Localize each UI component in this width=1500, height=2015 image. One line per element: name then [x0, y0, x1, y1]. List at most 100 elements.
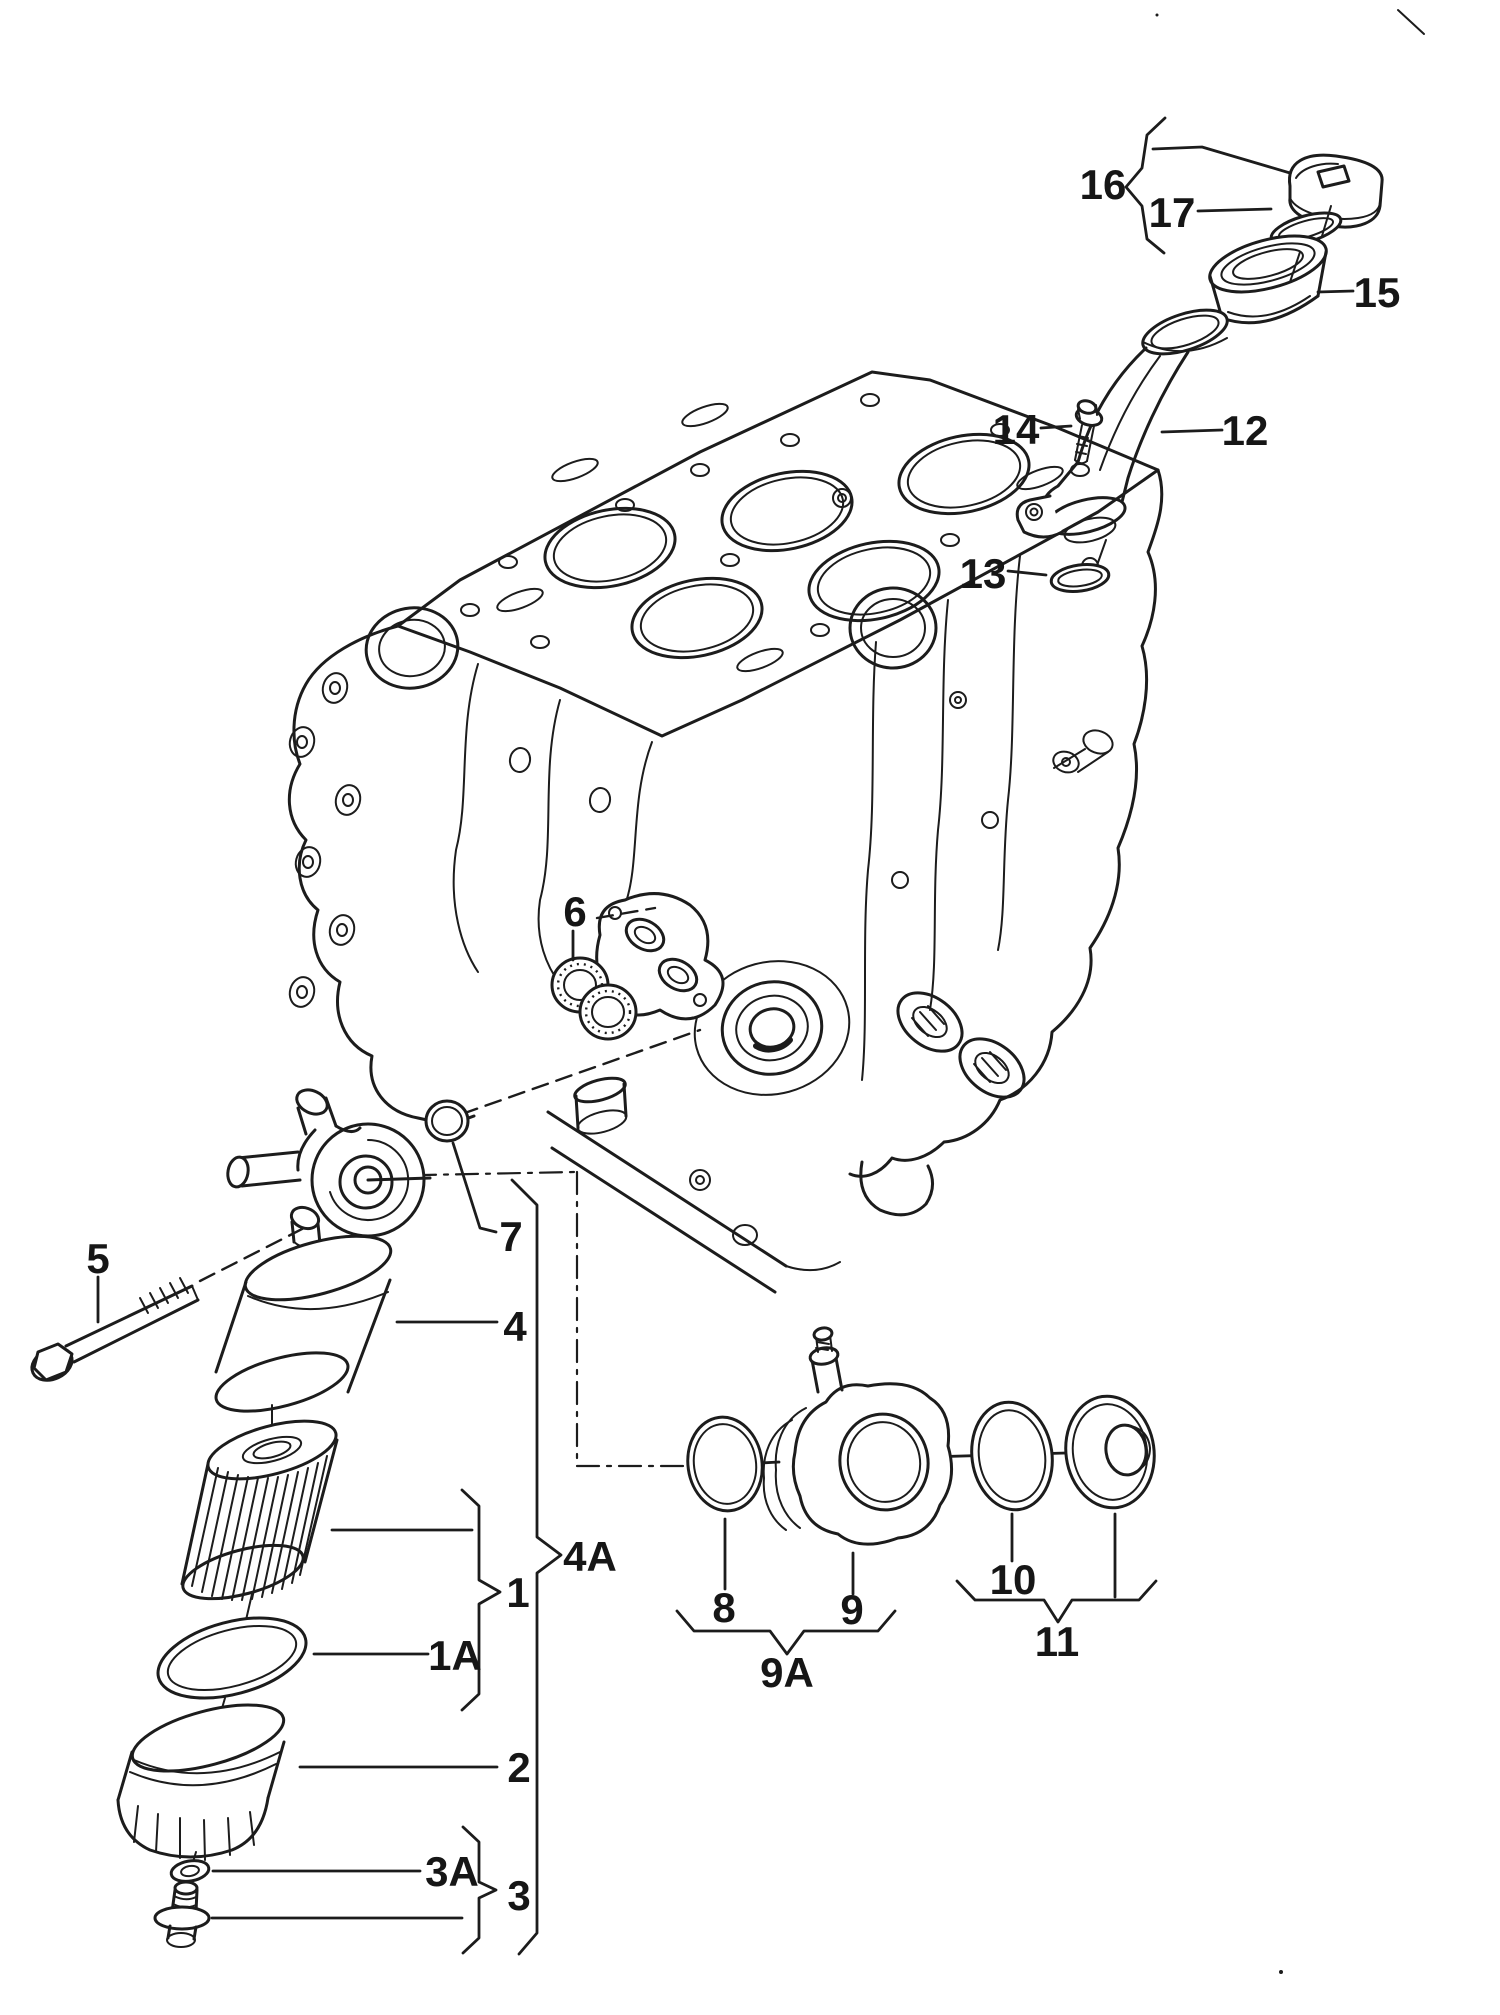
crank-seal-boss-detail: [753, 1037, 793, 1053]
block-left-face-detail: [537, 699, 561, 985]
leader-16: [1151, 145, 1292, 175]
filter-housing-detail: [214, 1278, 392, 1394]
filter-bolt-detail: [64, 1284, 200, 1364]
crank-seal-boss-detail: [693, 960, 851, 1096]
block-left-face-detail: [508, 747, 532, 773]
callout-13[interactable]: 13: [960, 550, 1007, 597]
left-edge-bosses-detail: [329, 681, 341, 695]
filler-neck-insert-detail: [1227, 295, 1311, 318]
filler-neck-insert: [1208, 234, 1328, 325]
bolt-pads-detail: [974, 1051, 1010, 1085]
callout-8[interactable]: 8: [712, 1584, 735, 1631]
filter-head-detail: [334, 1124, 362, 1133]
callout-1[interactable]: 1: [506, 1569, 529, 1616]
callout-9a[interactable]: 9A: [760, 1649, 814, 1696]
callout-4a[interactable]: 4A: [563, 1533, 617, 1580]
drain-plug: [153, 1880, 211, 1948]
stud-boss: [1052, 729, 1114, 774]
filler-bolt-detail: [1075, 435, 1089, 455]
block-bottom-detail: [550, 1146, 777, 1294]
callout-12[interactable]: 12: [1222, 407, 1269, 454]
block-bottom-detail: [785, 1261, 841, 1272]
gasket-holes-detail: [940, 533, 960, 547]
callout-14[interactable]: 14: [993, 406, 1040, 453]
block-right-face-detail: [848, 586, 938, 670]
filter-head-detail: [226, 1155, 250, 1189]
filter-bolt-detail: [191, 1285, 199, 1301]
block-left-face-detail: [588, 787, 612, 813]
crank-seal-boss-detail: [720, 980, 824, 1076]
head-gasket: [396, 370, 1160, 738]
callout-9[interactable]: 9: [840, 1586, 863, 1633]
filter-pleats: [191, 1455, 328, 1601]
cooler-cover-cap: [1064, 1394, 1156, 1510]
block-bottom-detail: [732, 1224, 758, 1246]
callout-3[interactable]: 3: [507, 1872, 530, 1919]
filler-bolt-detail: [1074, 424, 1095, 462]
bolt-pads-detail: [958, 1037, 1026, 1099]
cooler-cover-cap-detail: [1064, 1394, 1156, 1510]
filter-bolt-detail: [32, 1342, 74, 1382]
block-left-face-detail: [625, 741, 653, 903]
bolt-pads-detail: [896, 991, 964, 1053]
filler-neck-insert-detail: [1220, 294, 1320, 325]
bolt-pads-detail: [911, 1005, 945, 1037]
callout-11[interactable]: 11: [1035, 1618, 1079, 1665]
filler-neck-insert-detail: [1289, 251, 1301, 283]
block-right-face-detail: [860, 598, 926, 658]
cooler-oring-inner-detail: [686, 1415, 764, 1513]
filler-tube-oring-detail: [1057, 568, 1103, 588]
cylinder-bores-detail: [543, 506, 677, 590]
filler-bolt-detail: [1074, 459, 1088, 465]
cap-seal-detail: [169, 1859, 211, 1883]
filter-element-detail: [245, 1593, 253, 1621]
block-right-face-detail: [997, 555, 1021, 951]
bolt-pads-detail: [973, 1051, 1007, 1083]
filter-head-detail: [296, 1128, 317, 1172]
leader-16-brace: [1124, 116, 1167, 255]
block-left-face-detail: [287, 624, 476, 1124]
gasket-holes-detail: [990, 423, 1010, 437]
gasket-holes-detail: [860, 393, 880, 407]
callout-1a[interactable]: 1A: [428, 1632, 482, 1679]
block-bottom-detail: [689, 1169, 711, 1191]
left-edge-bosses-detail: [321, 672, 349, 704]
left-edge-bosses-detail: [334, 784, 362, 816]
callout-6[interactable]: 6: [563, 888, 586, 935]
cap-seal-ring-detail: [1321, 205, 1332, 237]
filter-housing-detail: [214, 1351, 350, 1413]
sealing-washers-detail: [591, 996, 625, 1028]
cooler-oring-outer-detail: [970, 1400, 1054, 1512]
callout-2[interactable]: 2: [507, 1744, 530, 1791]
callout-15[interactable]: 15: [1354, 269, 1401, 316]
filler-tube-oring: [1049, 563, 1111, 593]
callout-4[interactable]: 4: [503, 1303, 527, 1350]
oil-cooler: [762, 1326, 954, 1546]
cylinder-bores-detail: [639, 583, 755, 653]
oil-cooler-detail: [846, 1421, 922, 1503]
filter-head-detail: [295, 1088, 329, 1116]
callout-16[interactable]: 16: [1080, 161, 1127, 208]
oil-filter-flange-detail: [633, 925, 657, 945]
callout-17[interactable]: 17: [1149, 189, 1196, 236]
callout-7[interactable]: 7: [499, 1213, 522, 1260]
callout-5[interactable]: 5: [86, 1235, 109, 1282]
speck: [1279, 1970, 1283, 1974]
left-edge-bosses-detail: [302, 855, 314, 869]
oil-filter-flange-detail: [624, 917, 666, 953]
speck: [1155, 13, 1159, 17]
filter-head-detail: [236, 1150, 302, 1188]
callout-3a[interactable]: 3A: [425, 1848, 479, 1895]
callout-10[interactable]: 10: [990, 1556, 1037, 1603]
scan-artifacts: [1155, 9, 1425, 1974]
stud-boss-detail: [1061, 757, 1071, 767]
gasket-slots-detail: [681, 402, 729, 428]
filter-head: [226, 1088, 432, 1249]
block-right-face-detail: [861, 641, 877, 1081]
cap-seal-detail: [180, 1864, 200, 1878]
filter-element-detail: [252, 1440, 292, 1460]
gasket-holes-detail: [530, 635, 550, 649]
washer-position-dashed: [595, 906, 657, 920]
block-bottom-detail: [573, 1076, 627, 1104]
cooler-oring-inner-detail: [692, 1423, 758, 1505]
